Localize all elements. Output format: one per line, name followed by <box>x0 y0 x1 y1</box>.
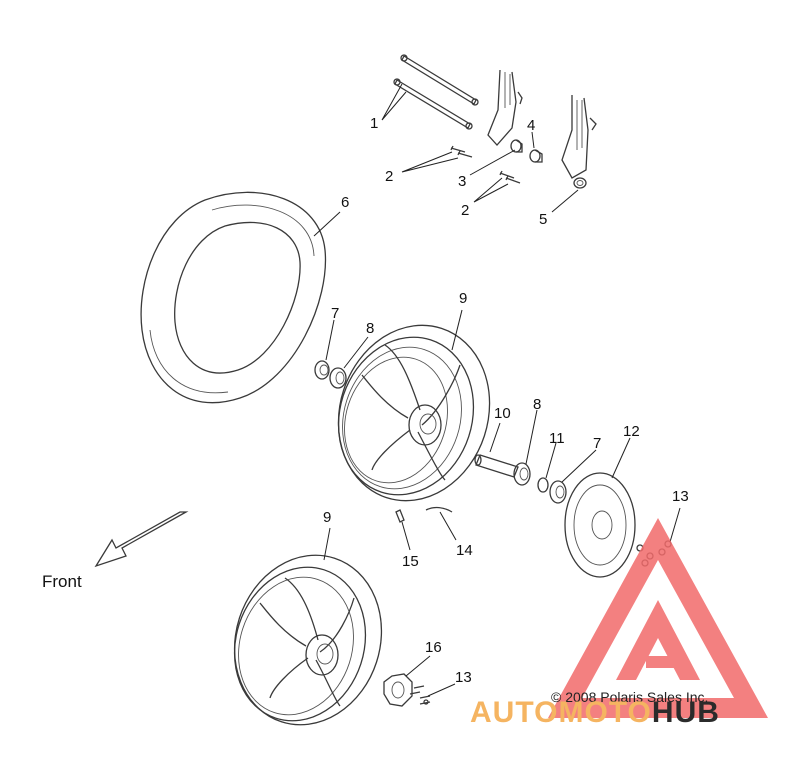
callout-labels: 1 2 3 4 2 5 6 7 8 9 10 8 11 7 12 13 15 1… <box>323 115 689 686</box>
svg-text:AUTOMOTOHUB: AUTOMOTOHUB <box>470 696 720 729</box>
callout-10: 10 <box>494 405 511 422</box>
tire <box>140 191 327 404</box>
callout-1: 1 <box>370 115 378 132</box>
flange-16 <box>383 673 413 707</box>
copyright-text: © 2008 Polaris Sales Inc. <box>551 689 708 705</box>
callout-14: 14 <box>456 542 473 559</box>
axle-parts <box>393 54 479 130</box>
bolts-2 <box>450 145 521 184</box>
front-label: Front <box>42 572 82 591</box>
callout-2: 2 <box>385 168 393 185</box>
callout-12: 12 <box>623 423 640 440</box>
callout-7: 7 <box>331 305 339 322</box>
callout-8: 8 <box>533 396 541 413</box>
callout-7: 7 <box>593 435 601 452</box>
callout-8: 8 <box>366 320 374 337</box>
fork-legs <box>487 69 597 179</box>
upper-wheel <box>337 324 491 502</box>
weight-14 <box>425 506 453 513</box>
watermark-text-automoto: AUTOMOTO <box>470 696 652 729</box>
watermark-wordmark: AUTOMOTOHUB <box>470 696 720 729</box>
callout-9: 9 <box>323 509 331 526</box>
bolts-13-lower <box>409 685 431 705</box>
callout-5: 5 <box>539 211 547 228</box>
lower-wheel <box>233 554 383 726</box>
callout-15: 15 <box>402 553 419 570</box>
watermark-text-hub: HUB <box>652 696 720 729</box>
callout-16: 16 <box>425 639 442 656</box>
callout-4: 4 <box>527 117 535 134</box>
bearings-left <box>314 360 347 389</box>
watermark-triangle-icon <box>548 518 768 718</box>
bearings-right <box>513 462 567 504</box>
watermark-logo <box>548 518 768 718</box>
sleeve-10 <box>474 454 519 478</box>
spacers <box>510 139 543 163</box>
callout-3: 3 <box>458 173 466 190</box>
front-arrow <box>94 511 189 568</box>
leader-lines <box>313 83 681 697</box>
callout-9: 9 <box>459 290 467 307</box>
callout-13: 13 <box>455 669 472 686</box>
callout-6: 6 <box>341 194 349 211</box>
callout-11: 11 <box>549 430 565 447</box>
callout-13: 13 <box>672 488 689 505</box>
callout-2: 2 <box>461 202 469 219</box>
brake-disc <box>564 472 636 578</box>
valve-15 <box>395 509 405 523</box>
nut-5 <box>573 177 587 189</box>
